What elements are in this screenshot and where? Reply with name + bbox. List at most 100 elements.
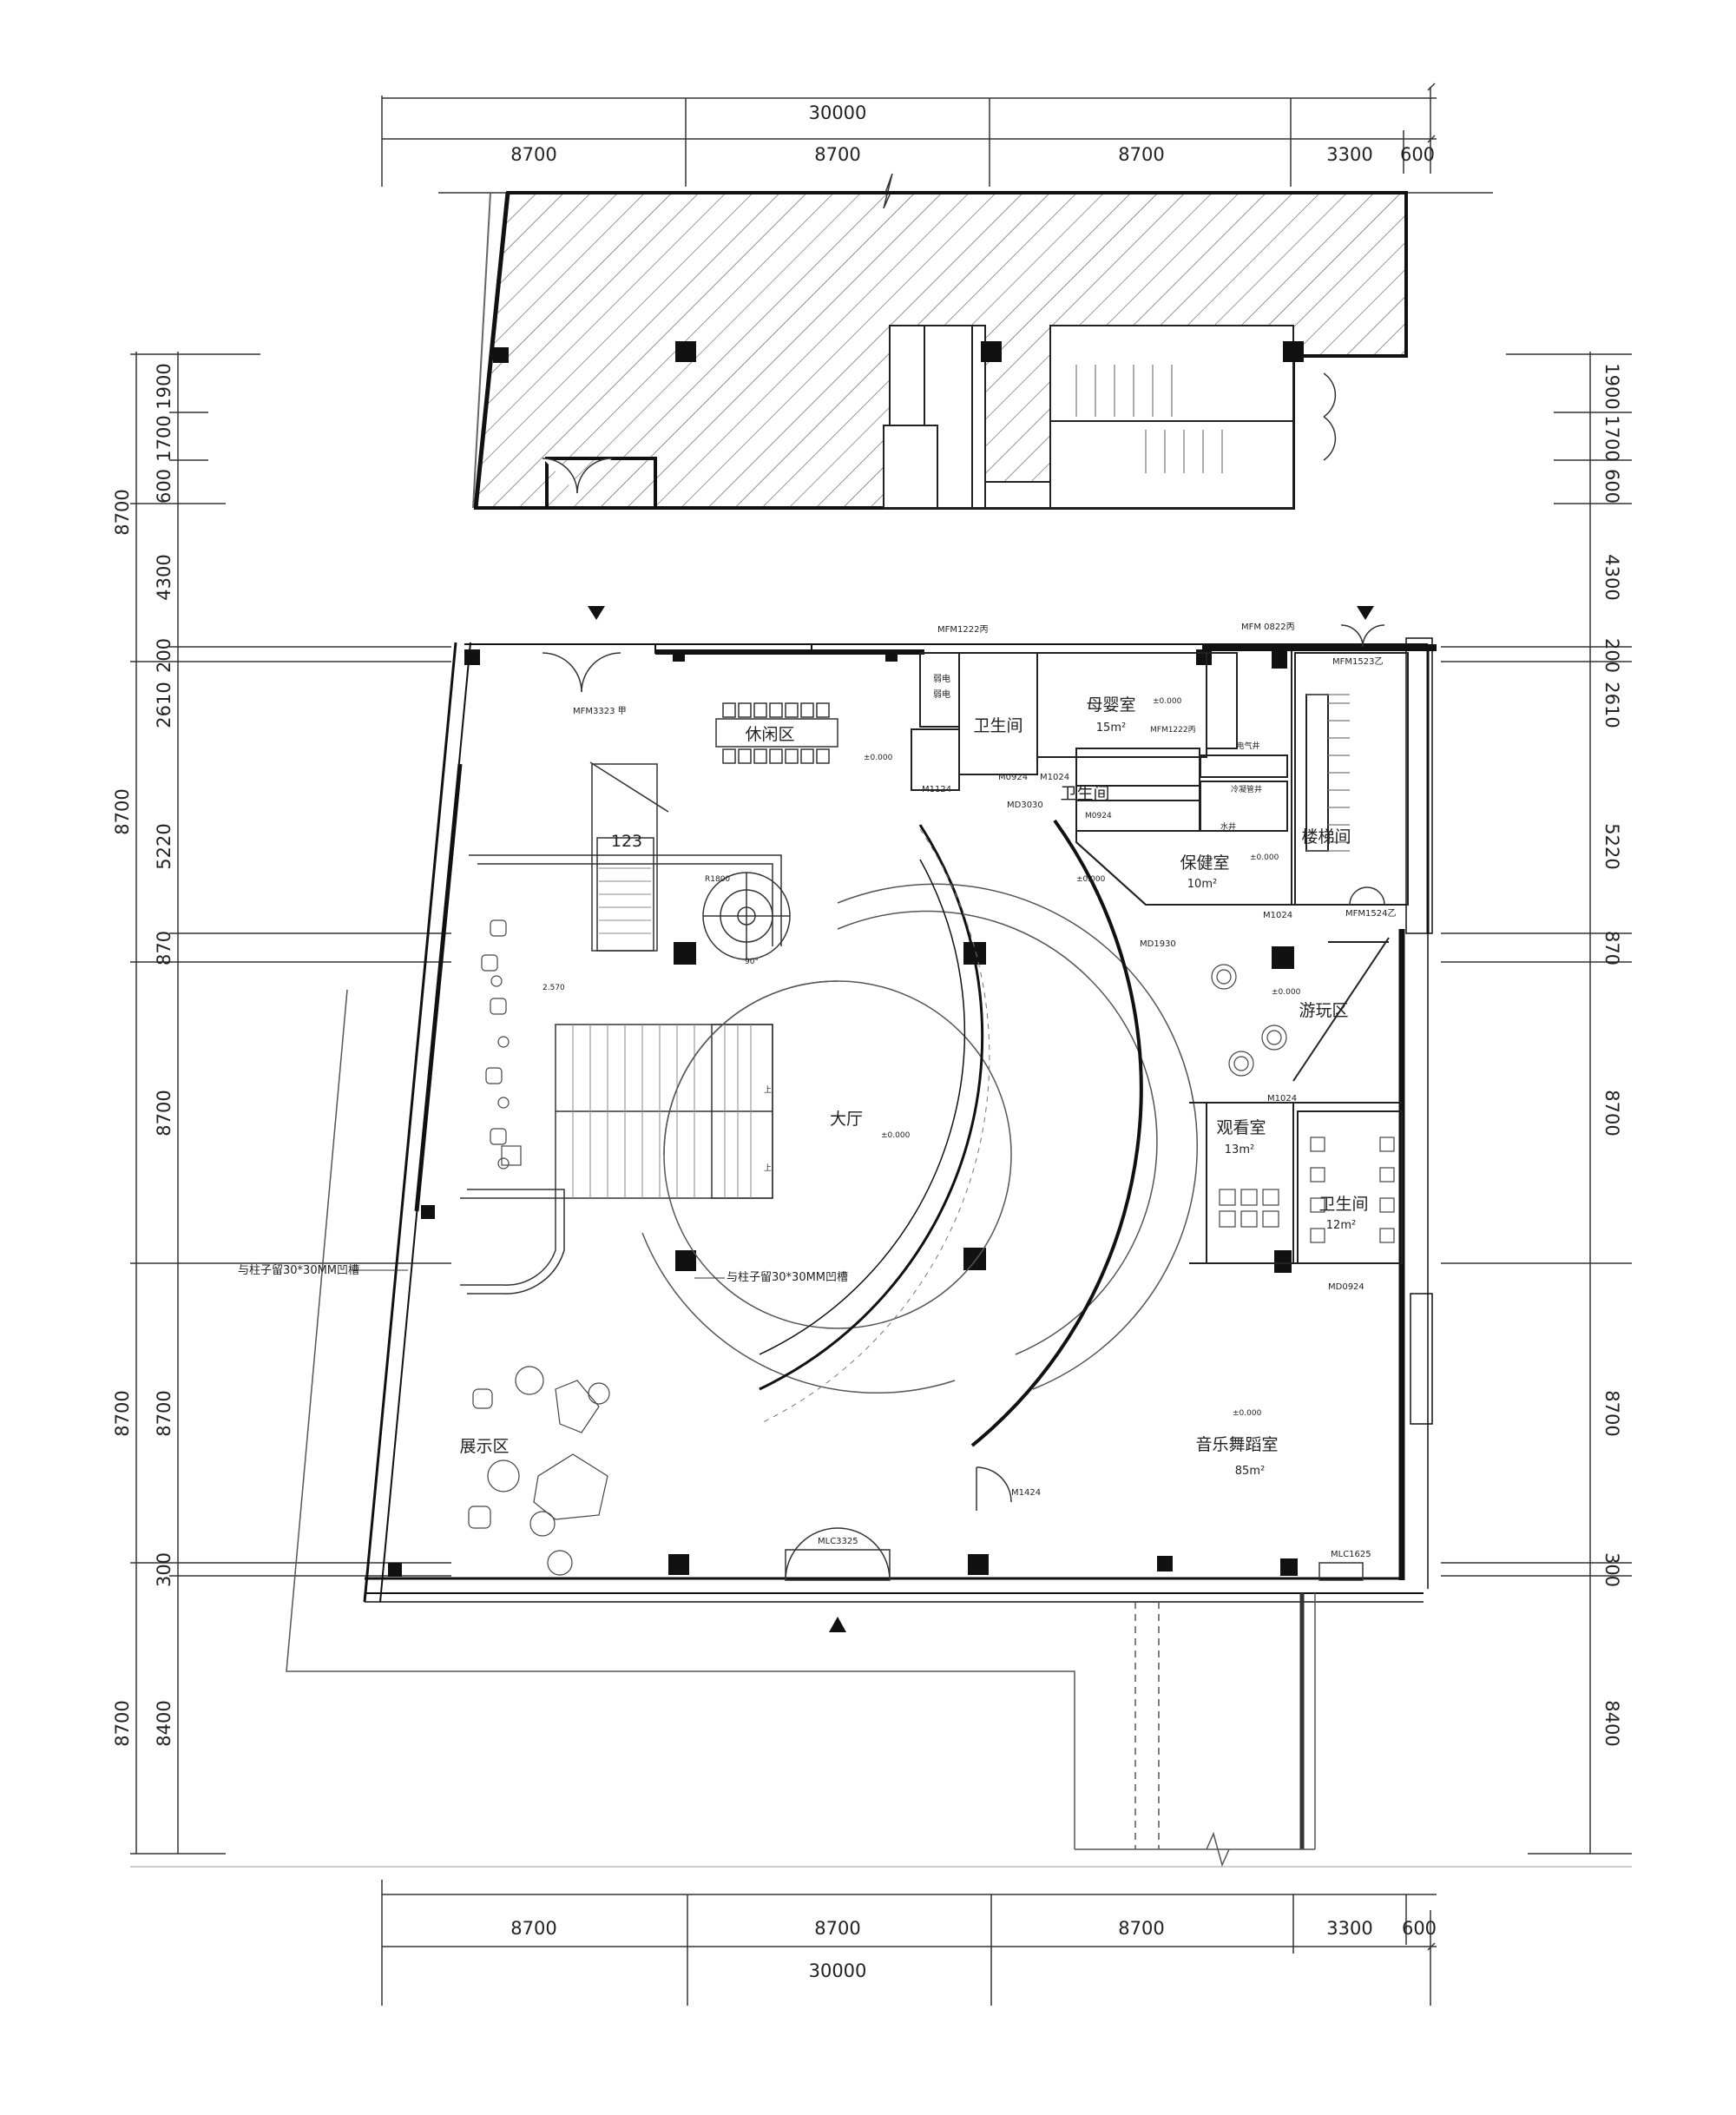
room-nursery: 母婴室 — [1086, 695, 1135, 715]
left-outer-dim-labels: 8700 8700 8700 8700 — [112, 489, 133, 1746]
east-rooms — [1075, 841, 1403, 1264]
west-furniture — [481, 919, 522, 1170]
room-toilet-1: 卫生间 — [973, 716, 1023, 735]
door-mlc1625: MLC1625 — [1331, 1550, 1371, 1559]
structural-columns — [388, 649, 1298, 1577]
dim-left-inner-3: 600 — [154, 469, 174, 504]
dim-left-inner-2: 1700 — [154, 415, 174, 461]
room-viewing: 观看室 — [1216, 1118, 1266, 1137]
dim-bottom-bay-5: 600 — [1402, 1918, 1437, 1939]
stair-up-2: 上 — [764, 1163, 772, 1173]
room-hall: 大厅 — [830, 1110, 863, 1129]
door-mfm1523: MFM1523乙 — [1332, 656, 1383, 667]
dim-left-inner-9: 8700 — [154, 1090, 174, 1136]
door-mfm1222-top: MFM1222丙 — [937, 625, 988, 635]
dim-left-outer-3: 8700 — [112, 1390, 133, 1436]
entrance-arrow-icon — [829, 1617, 846, 1632]
door-md0924: MD0924 — [1328, 1282, 1364, 1292]
door-m1124: M1124 — [922, 785, 951, 794]
north-entrance-arrow-left-icon — [588, 606, 605, 620]
exhibit-furniture — [468, 1366, 610, 1576]
room-weak-current-2: 弱电 — [933, 689, 950, 700]
dim-left-inner-4: 4300 — [154, 554, 174, 600]
room-toilet-3-area: 12m² — [1326, 1219, 1356, 1232]
main-plan-walls — [363, 637, 1437, 1603]
dim-right-8: 870 — [1601, 931, 1622, 965]
level-mark-5: ±0.000 — [1272, 988, 1301, 997]
dim-bottom-bay-1: 8700 — [510, 1918, 556, 1939]
left-inner-dim-labels: 1900 1700 600 4300 200 2610 5220 870 870… — [154, 363, 174, 1746]
play-area-furniture — [1211, 964, 1395, 1243]
door-mfm3323: MFM3323 甲 — [573, 707, 627, 716]
bottom-dimension-chain — [381, 1880, 1437, 2006]
right-dimension-chain — [1441, 352, 1632, 1855]
room-music-area: 85m² — [1235, 1465, 1265, 1478]
dim-bottom-bay-3: 8700 — [1118, 1918, 1164, 1939]
dim-top-bay-2: 8700 — [814, 144, 860, 165]
level-mark-6: ±0.000 — [881, 1131, 911, 1140]
room-toilet-2: 卫生间 — [1060, 784, 1109, 803]
top-dimension-chain — [381, 82, 1437, 187]
room-play: 游玩区 — [1299, 1001, 1348, 1020]
dim-left-inner-7: 5220 — [154, 823, 174, 869]
dim-right-5: 200 — [1601, 638, 1622, 673]
dim-right-9: 8700 — [1601, 1090, 1622, 1136]
level-radius: R1800 — [705, 875, 730, 884]
note-groove-left: 与柱子留30*30MM凹槽 — [238, 1264, 359, 1277]
dim-right-6: 2610 — [1601, 682, 1622, 728]
room-nursery-area: 15m² — [1096, 721, 1126, 735]
level-mark-7: ±0.000 — [1233, 1409, 1262, 1418]
level-mark-1: ±0.000 — [864, 754, 893, 762]
room-clinic: 保健室 — [1180, 853, 1229, 873]
dim-left-outer-2: 8700 — [112, 788, 133, 834]
room-weak-current-1: 弱电 — [933, 673, 950, 684]
door-md1930: MD1930 — [1140, 939, 1176, 949]
door-mfm1222-nursery: MFM1222丙 — [1150, 725, 1196, 735]
hall-circles — [641, 883, 1199, 1394]
dim-right-1: 1900 — [1601, 363, 1622, 409]
dim-top-bay-1: 8700 — [510, 144, 556, 165]
left-dimension-chain — [130, 352, 1632, 1868]
stair-number: 123 — [611, 832, 642, 851]
dim-left-inner-5: 200 — [154, 638, 174, 673]
curved-ramp-wall — [759, 819, 1143, 1447]
door-mfm0822: MFM 0822丙 — [1241, 623, 1295, 632]
stair-up-1: 上 — [764, 1085, 772, 1095]
room-clinic-area: 10m² — [1187, 878, 1217, 891]
exterior-extension — [286, 989, 1316, 1868]
room-toilet-3: 卫生间 — [1318, 1195, 1368, 1214]
north-doors — [542, 624, 1385, 906]
room-elec-shaft: 电气井 — [1236, 741, 1259, 751]
right-dim-labels: 1900 1700 600 4300 200 2610 5220 870 870… — [1601, 363, 1622, 1746]
south-doors — [785, 1466, 1364, 1581]
dim-left-inner-12: 8400 — [154, 1700, 174, 1746]
dim-bottom-bay-4: 3300 — [1326, 1918, 1372, 1939]
level-mark-4: ±0.000 — [1076, 875, 1106, 884]
room-music: 音乐舞蹈室 — [1195, 1435, 1278, 1454]
spiral-stair — [702, 872, 791, 960]
door-m0924-b: M0924 — [1085, 812, 1112, 820]
north-core-rooms — [911, 651, 1409, 906]
room-viewing-area: 13m² — [1225, 1143, 1254, 1156]
dim-top-bay-3: 8700 — [1118, 144, 1164, 165]
dim-right-11: 300 — [1601, 1552, 1622, 1587]
dim-left-inner-10: 8700 — [154, 1390, 174, 1436]
upper-hatched-area — [438, 173, 1493, 510]
dim-right-12: 8400 — [1601, 1700, 1622, 1746]
dim-right-10: 8700 — [1601, 1390, 1622, 1436]
dim-top-bay-5: 600 — [1400, 144, 1435, 165]
room-exhibit: 展示区 — [459, 1437, 509, 1456]
dim-right-2: 1700 — [1601, 415, 1622, 461]
dim-right-7: 5220 — [1601, 823, 1622, 869]
room-cold-pipe: 冷凝管井 — [1231, 784, 1262, 794]
dim-bottom-total: 30000 — [809, 1960, 867, 1981]
level-mark-3: ±0.000 — [1250, 853, 1279, 862]
door-m1024-c: M1024 — [1267, 1094, 1297, 1104]
door-md3030: MD3030 — [1007, 801, 1043, 810]
door-m1024-b: M1024 — [1263, 911, 1292, 920]
dim-left-outer-4: 8700 — [112, 1700, 133, 1746]
door-m1424: M1424 — [1011, 1488, 1041, 1498]
dim-right-4: 4300 — [1601, 554, 1622, 600]
dim-right-3: 600 — [1601, 469, 1622, 504]
